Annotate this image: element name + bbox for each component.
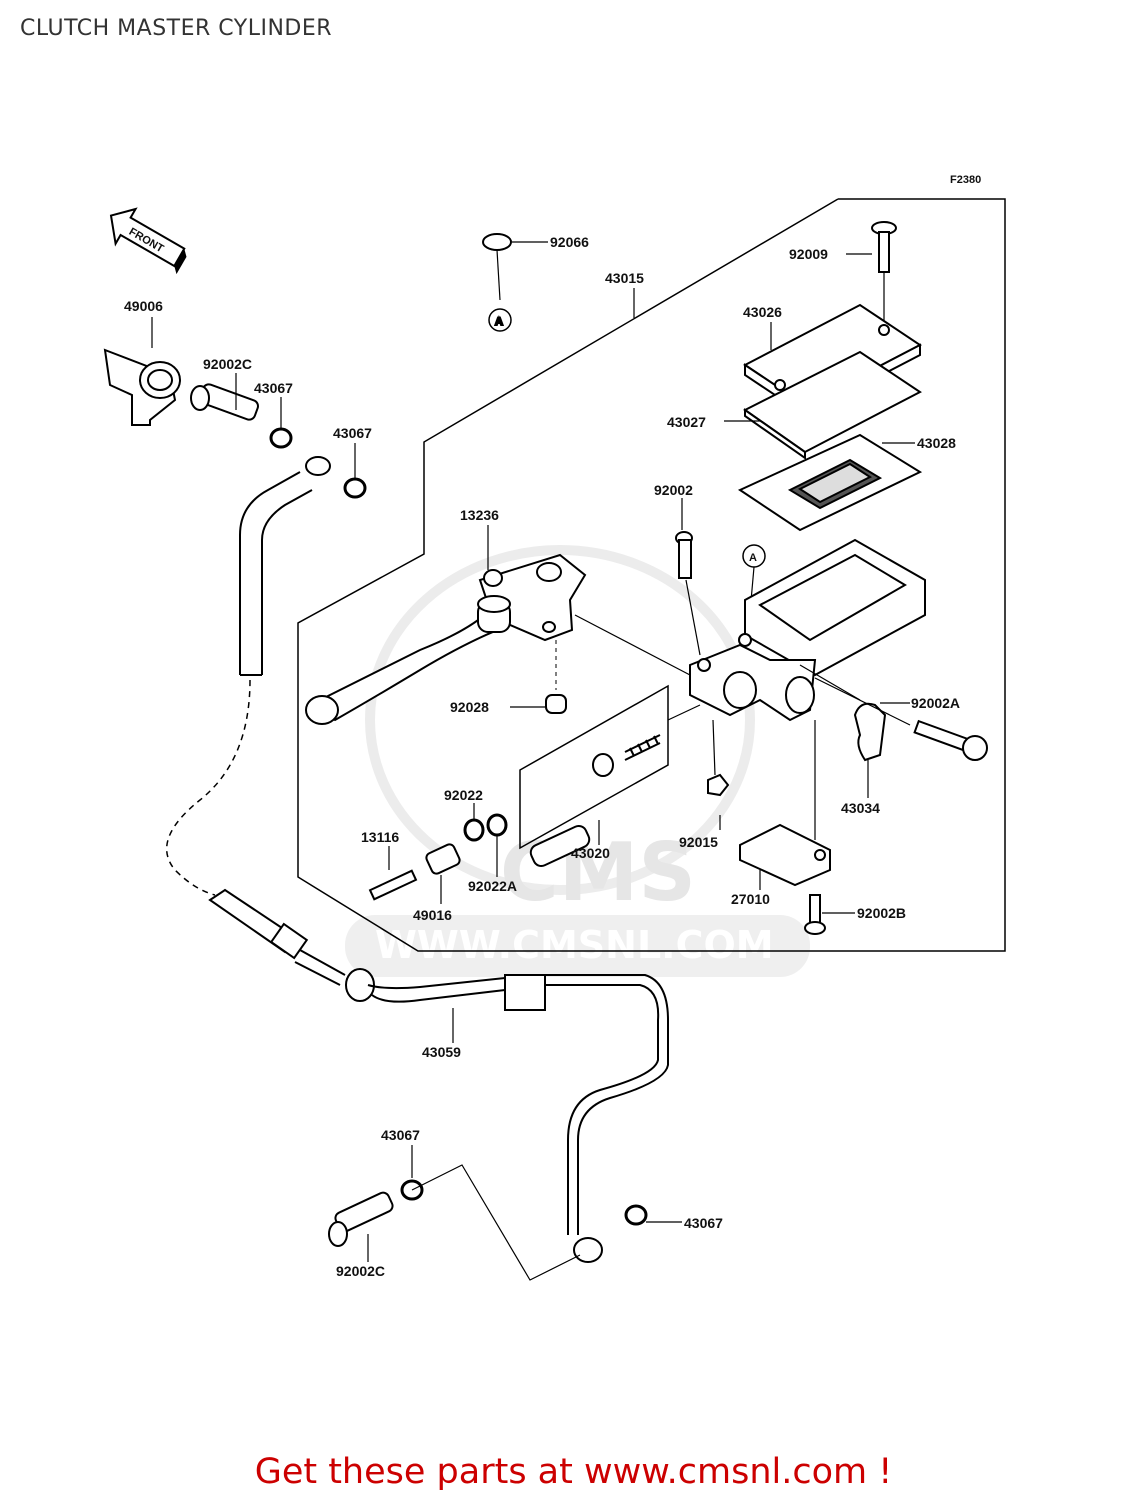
label-92002c-bottom: 92002C xyxy=(336,1263,385,1279)
label-43067-c: 43067 xyxy=(381,1127,420,1143)
label-92009: 92009 xyxy=(789,246,828,262)
nut-92015 xyxy=(707,773,730,797)
label-43028: 43028 xyxy=(917,435,956,451)
plate-43027 xyxy=(743,350,922,460)
label-43015: 43015 xyxy=(605,270,644,286)
label-92002c-top: 92002C xyxy=(203,356,252,372)
figure-id: F2380 xyxy=(950,174,981,186)
label-43067-a: 43067 xyxy=(254,380,293,396)
label-43059: 43059 xyxy=(422,1044,461,1060)
watermark-url: WWW.CMSNL.COM xyxy=(375,923,774,967)
washer-92022a xyxy=(486,813,508,837)
cap-92066: A xyxy=(482,233,512,332)
label-27010: 27010 xyxy=(731,891,770,907)
label-49006: 49006 xyxy=(124,298,163,314)
label-92022a: 92022A xyxy=(468,878,517,894)
watermark-brand: CMS xyxy=(500,826,696,919)
page-title: CLUTCH MASTER CYLINDER xyxy=(20,16,333,41)
washer-43067-b xyxy=(343,477,367,499)
screw-92002b xyxy=(804,894,826,935)
master-cylinder-body xyxy=(689,538,926,722)
label-43034: 43034 xyxy=(841,800,880,816)
piston-kit-frame xyxy=(519,684,669,850)
boot-49016 xyxy=(425,843,461,875)
piston-kit xyxy=(529,734,661,868)
label-13236: 13236 xyxy=(460,507,499,523)
clutch-hose-upper xyxy=(239,456,331,676)
washer-43067-d xyxy=(624,1204,648,1226)
label-43067-d: 43067 xyxy=(684,1215,723,1231)
label-49016: 49016 xyxy=(413,907,452,923)
clutch-hose-lower xyxy=(208,888,669,1263)
screw-92009 xyxy=(871,221,897,273)
switch-27010 xyxy=(739,823,831,887)
footer-link[interactable]: Get these parts at www.cmsnl.com ! xyxy=(254,1452,893,1492)
label-92002: 92002 xyxy=(654,482,693,498)
washer-43067-a xyxy=(269,427,293,449)
clamp-43034 xyxy=(853,702,887,762)
label-43067-b: 43067 xyxy=(333,425,372,441)
leader-lines xyxy=(151,241,915,1262)
diaphragm-43028 xyxy=(737,433,923,532)
label-43026: 43026 xyxy=(743,304,782,320)
banjo-bolt-top xyxy=(190,383,259,421)
label-92022: 92022 xyxy=(444,787,483,803)
pivot-92028 xyxy=(545,694,567,714)
pushrod-13116 xyxy=(368,869,418,901)
ref-marker-a-mid: A xyxy=(749,552,757,564)
label-92002b: 92002B xyxy=(857,905,906,921)
label-92066: 92066 xyxy=(550,234,589,250)
bolt-92002a xyxy=(913,719,988,761)
circlip-92022 xyxy=(463,818,485,842)
bolt-92002 xyxy=(675,531,693,579)
label-43020: 43020 xyxy=(571,845,610,861)
label-92028: 92028 xyxy=(450,699,489,715)
assembly-frame xyxy=(297,198,1006,952)
label-92015: 92015 xyxy=(679,834,718,850)
label-43027: 43027 xyxy=(667,414,706,430)
connection-line-bottom xyxy=(411,1164,581,1281)
label-13116: 13116 xyxy=(361,829,399,845)
part-labels: 49006 92002C 43067 43067 92066 43015 920… xyxy=(124,234,960,1279)
banjo-fitting-49006 xyxy=(103,348,181,426)
label-92002a: 92002A xyxy=(911,695,960,711)
front-arrow-icon: FRONT xyxy=(109,207,187,275)
banjo-bolt-bottom xyxy=(328,1191,394,1247)
clutch-lever xyxy=(305,553,587,725)
hose-continuation-dashed xyxy=(166,679,251,896)
ref-marker-a-top: A xyxy=(495,316,503,328)
